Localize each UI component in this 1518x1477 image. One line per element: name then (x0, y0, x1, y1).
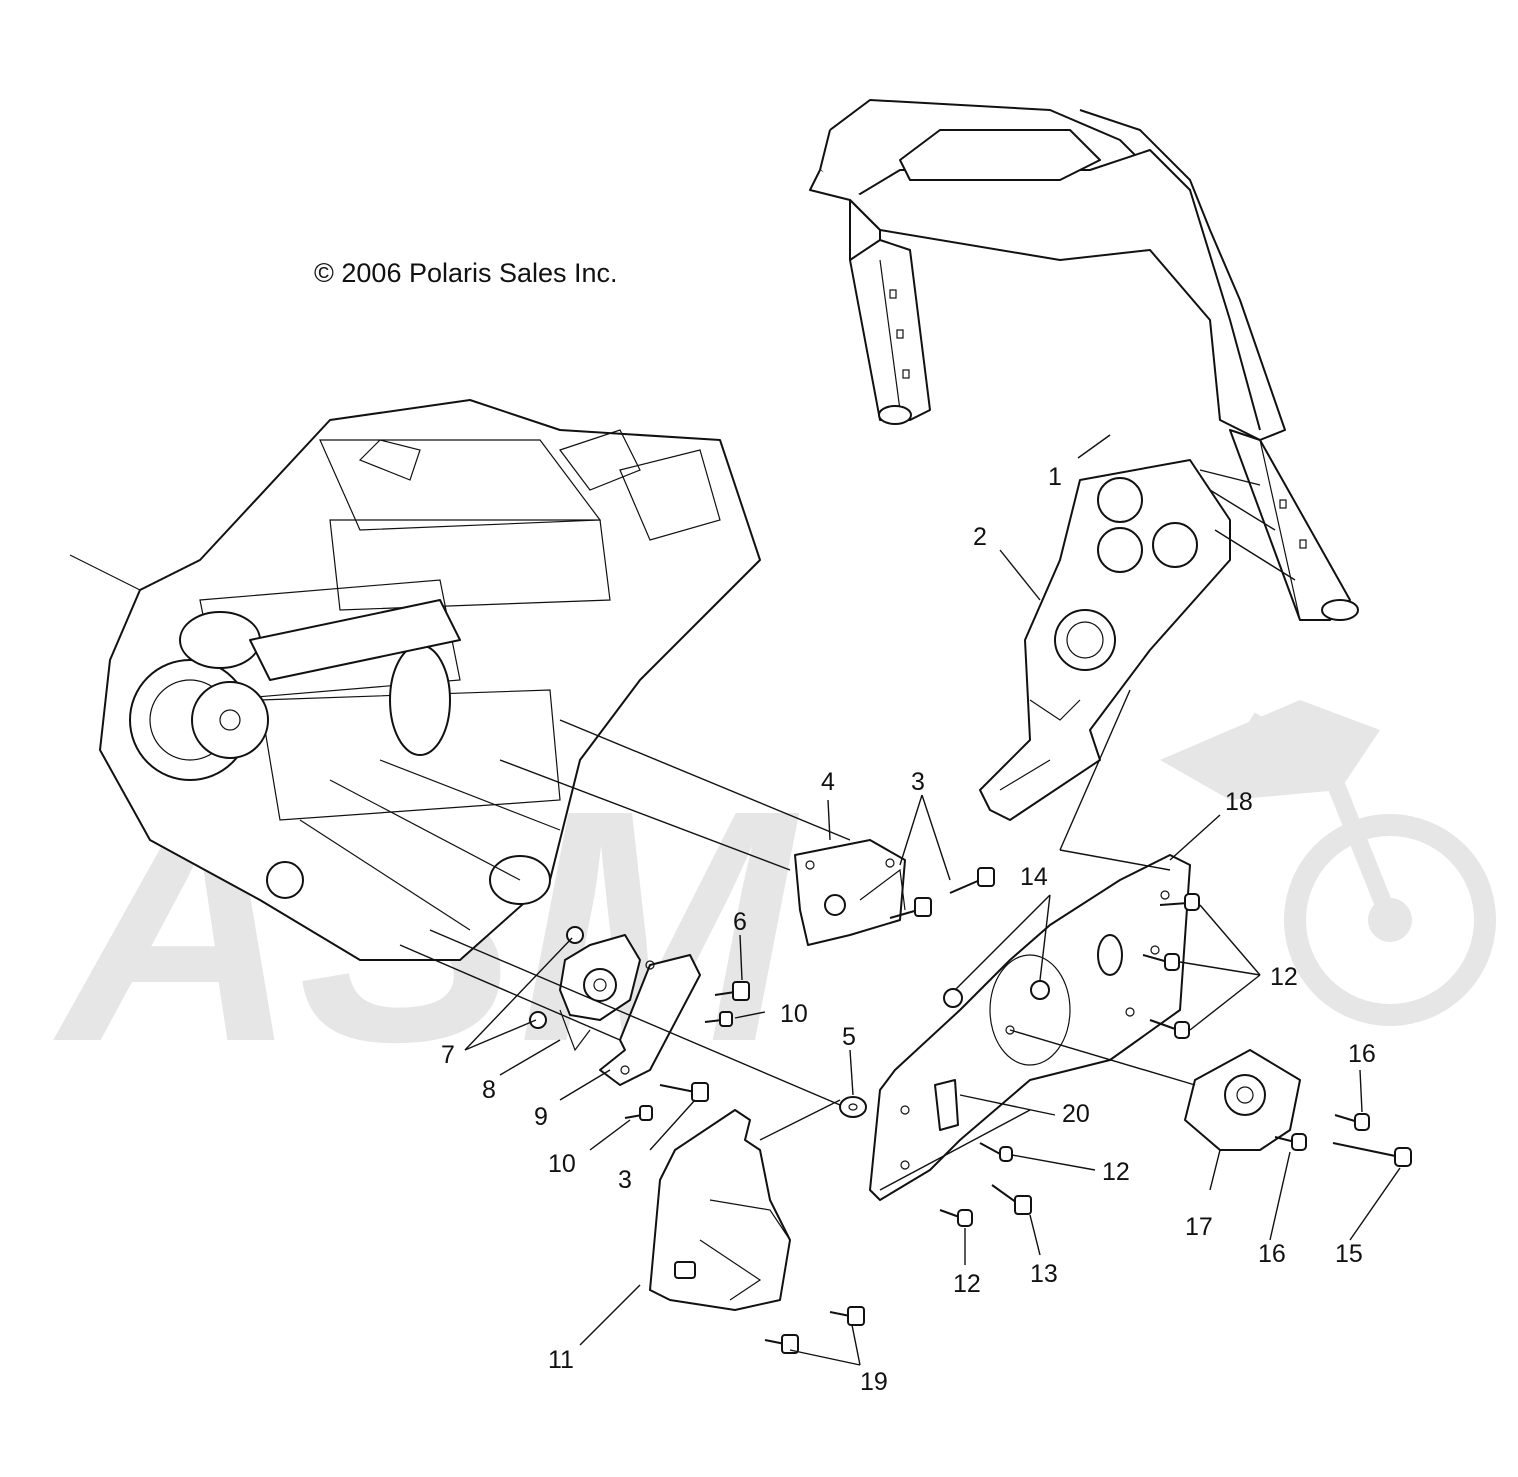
mount-17-icon (1184, 1049, 1301, 1151)
washer-5-icon (839, 1096, 867, 1118)
bolt (829, 1306, 865, 1326)
bolt (659, 1082, 709, 1102)
bolt (1274, 1133, 1307, 1151)
engine-assembly-icon (69, 399, 761, 961)
bolt (1149, 1019, 1190, 1039)
assembly-lines (399, 469, 1296, 1191)
callout-12c: 12 (953, 1270, 981, 1298)
upper-mount-plate-icon (979, 459, 1231, 821)
bolt (1332, 1142, 1412, 1167)
callout-12b: 12 (1102, 1158, 1130, 1186)
bracket-4-icon (794, 839, 906, 946)
bolt (939, 1209, 973, 1227)
callout-17: 17 (1185, 1213, 1213, 1241)
mount-8-icon (559, 934, 641, 1052)
callout-18: 18 (1225, 788, 1253, 816)
callout-14: 14 (1020, 863, 1048, 891)
callout-10: 10 (780, 1000, 808, 1028)
callout-4: 4 (821, 768, 835, 796)
callout-6: 6 (733, 908, 747, 936)
callout-7: 7 (441, 1041, 455, 1069)
bolt (1142, 953, 1180, 971)
roll-bar-frame-icon (809, 99, 1359, 621)
callout-2: 2 (973, 523, 987, 551)
bolt (991, 1184, 1032, 1215)
bolt (624, 1105, 653, 1121)
bolt (704, 1011, 733, 1027)
bolt (889, 897, 932, 919)
callout-10b: 10 (548, 1150, 576, 1178)
leader-lines (464, 434, 1401, 1366)
copyright-text: © 2006 Polaris Sales Inc. (314, 258, 618, 288)
callout-16: 16 (1348, 1040, 1376, 1068)
bolt (1159, 893, 1200, 911)
callout-1: 1 (1048, 463, 1062, 491)
clip-20-icon (934, 1079, 959, 1131)
callout-19: 19 (860, 1368, 888, 1396)
callout-15: 15 (1335, 1240, 1363, 1268)
callout-3b: 3 (618, 1166, 632, 1194)
callouts: 1 2 3 3 4 5 6 7 8 9 10 10 11 12 12 12 12… (441, 463, 1376, 1396)
callout-5: 5 (842, 1023, 856, 1051)
bolt (764, 1334, 799, 1354)
bolts-icon (529, 867, 1412, 1354)
callout-8: 8 (482, 1076, 496, 1104)
bracket-11-icon (649, 1109, 791, 1311)
callout-9: 9 (534, 1103, 548, 1131)
callout-16b: 16 (1258, 1240, 1286, 1268)
bolt (714, 981, 750, 1001)
bolt (1334, 1113, 1370, 1131)
bolt (979, 1142, 1013, 1162)
callout-13: 13 (1030, 1260, 1058, 1288)
callout-12: 12 (1270, 963, 1298, 991)
callout-3: 3 (911, 768, 925, 796)
callout-20: 20 (1062, 1100, 1090, 1128)
motorcycle-watermark-icon (1160, 700, 1496, 1026)
bolt (949, 867, 995, 894)
flange-9-icon (599, 954, 701, 1086)
callout-11: 11 (548, 1346, 574, 1374)
